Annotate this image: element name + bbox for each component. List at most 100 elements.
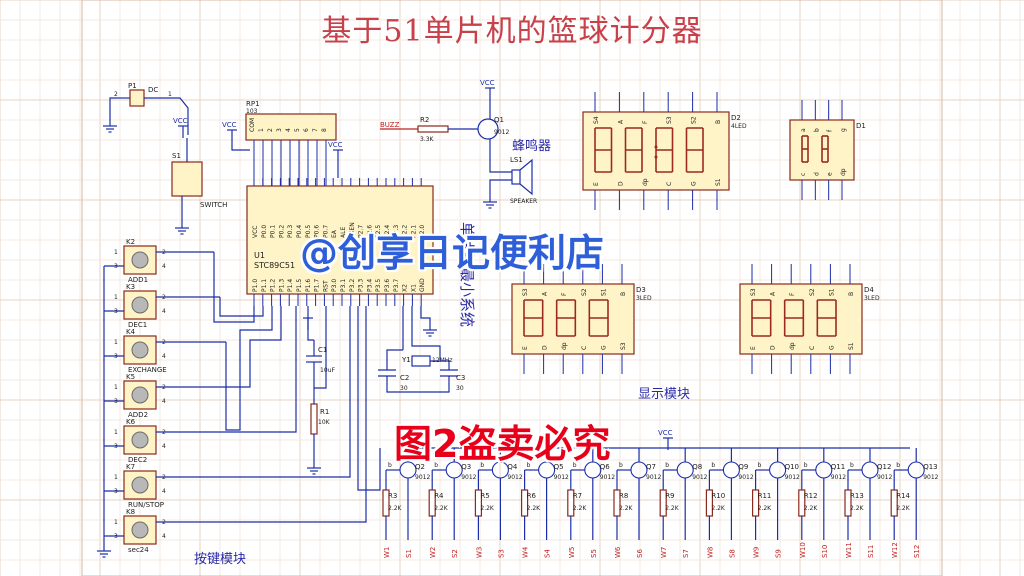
display-pin-label: S2 — [581, 288, 588, 296]
wire — [411, 306, 441, 360]
mcu-pin-label: P3.3 — [358, 279, 365, 292]
resistor-value: 2.2K — [434, 505, 449, 512]
c2-value: 30 — [400, 385, 408, 392]
pin-number: 1 — [114, 474, 118, 481]
net-label: W6 — [614, 546, 622, 558]
pin-number: 4 — [162, 488, 166, 495]
wire — [225, 306, 273, 431]
resistor-label: R13 — [850, 492, 864, 500]
base-label: b — [480, 462, 484, 469]
transistor-type: 9012 — [785, 474, 800, 481]
display-pin-label: E — [593, 182, 600, 186]
display-type-label: 4LED — [731, 123, 747, 130]
transistor-type: 9012 — [692, 474, 707, 481]
wire — [250, 306, 367, 523]
display-ref-label: D2 — [731, 114, 741, 122]
button-ref-label: K8 — [126, 508, 135, 516]
transistor-q — [722, 461, 740, 479]
net-label: W12 — [891, 542, 899, 558]
transistor-q — [815, 461, 833, 479]
display-pin-label: E — [522, 346, 529, 350]
c3-value: 30 — [456, 385, 464, 392]
mcu-pin-label: P0.2 — [278, 225, 285, 238]
transistor-type: 9012 — [738, 474, 753, 481]
rp1-pin-label: 6 — [303, 128, 310, 132]
transistor-q — [907, 461, 925, 479]
transistor-label: Q5 — [554, 463, 564, 471]
button-name-label: DEC2 — [128, 456, 147, 464]
wire — [307, 306, 314, 341]
resistor-label: R7 — [573, 492, 582, 500]
pin-number: 1 — [114, 429, 118, 436]
base-label: b — [573, 462, 577, 469]
wire — [357, 306, 381, 491]
display-pin-label: G — [828, 345, 835, 350]
display-pin-label: S3 — [750, 288, 757, 296]
schematic-title: 基于51单片机的篮球计分器 — [321, 14, 703, 49]
display-pin-label: B — [620, 292, 627, 296]
display-pin-label: d — [813, 172, 820, 176]
base-label: b — [850, 462, 854, 469]
wire — [231, 142, 250, 151]
net-label: S5 — [590, 549, 598, 558]
resistor-value: 2.2K — [573, 505, 588, 512]
mcu-pin-label: P2.6 — [366, 225, 373, 238]
display-pin-label: B — [848, 292, 855, 296]
display-pin-label: dp — [789, 342, 796, 350]
net-label: W10 — [799, 542, 807, 558]
net-label: W3 — [475, 547, 483, 558]
vcc-label: VCC — [222, 121, 237, 129]
wire — [244, 306, 351, 478]
y1-label: Y1 — [401, 356, 411, 364]
mcu-pin-label: P0.5 — [305, 225, 312, 238]
transistor-q — [630, 461, 648, 479]
mcu-pin-label: X2 — [402, 284, 409, 292]
seven-segment-digit — [685, 127, 704, 173]
net-label: S8 — [728, 549, 736, 558]
display-ref-label: D3 — [636, 286, 646, 294]
wire — [519, 158, 533, 196]
transistor-label: Q7 — [646, 463, 656, 471]
net-label: W7 — [660, 547, 668, 558]
seven-segment-digit — [624, 127, 643, 173]
base-label: b — [388, 462, 392, 469]
r1-label: R1 — [320, 408, 329, 416]
base-label: b — [758, 462, 762, 469]
push-button-cap — [131, 431, 149, 449]
transistor-q — [769, 461, 787, 479]
transistor-type: 9012 — [461, 474, 476, 481]
display-type-label: 3LED — [636, 295, 652, 302]
resistor-value: 2.2K — [711, 505, 726, 512]
pin-number: 4 — [162, 398, 166, 405]
c1-value: 10uF — [320, 367, 335, 374]
resistor-value: 2.2K — [527, 505, 542, 512]
pin-number: 1 — [114, 519, 118, 526]
base-label: b — [434, 462, 438, 469]
transistor-q — [861, 461, 879, 479]
u1-type: STC89C51 — [254, 261, 295, 270]
resistor-value: 2.2K — [388, 505, 403, 512]
colon-dot — [654, 145, 658, 149]
rp1-pin-label: 4 — [285, 128, 292, 132]
rp1-pin-label: COM — [249, 118, 256, 132]
u1-label: U1 — [254, 251, 265, 260]
base-label: b — [711, 462, 715, 469]
display-pin-label: G — [600, 345, 607, 350]
net-label: W8 — [706, 547, 714, 558]
mcu-pin-label: P2.4 — [384, 225, 391, 238]
display-pin-label: S1 — [600, 288, 607, 296]
push-button-cap — [131, 341, 149, 359]
transistor-label: Q8 — [692, 463, 702, 471]
seven-segment-digit — [523, 299, 544, 337]
transistor-label: Q13 — [923, 463, 937, 471]
transistor-type: 9012 — [600, 474, 615, 481]
mcu-pin-label: GND — [419, 278, 426, 292]
push-button-cap — [131, 476, 149, 494]
mcu-pin-label: P1.4 — [287, 279, 294, 292]
vcc-label: VCC — [328, 141, 343, 149]
display-d3 — [511, 283, 635, 355]
pin-number: 4 — [162, 443, 166, 450]
switch-label: SWITCH — [200, 201, 227, 209]
display-pin-label: dp — [840, 168, 847, 176]
mcu-pin-label: P1.7 — [314, 279, 321, 292]
